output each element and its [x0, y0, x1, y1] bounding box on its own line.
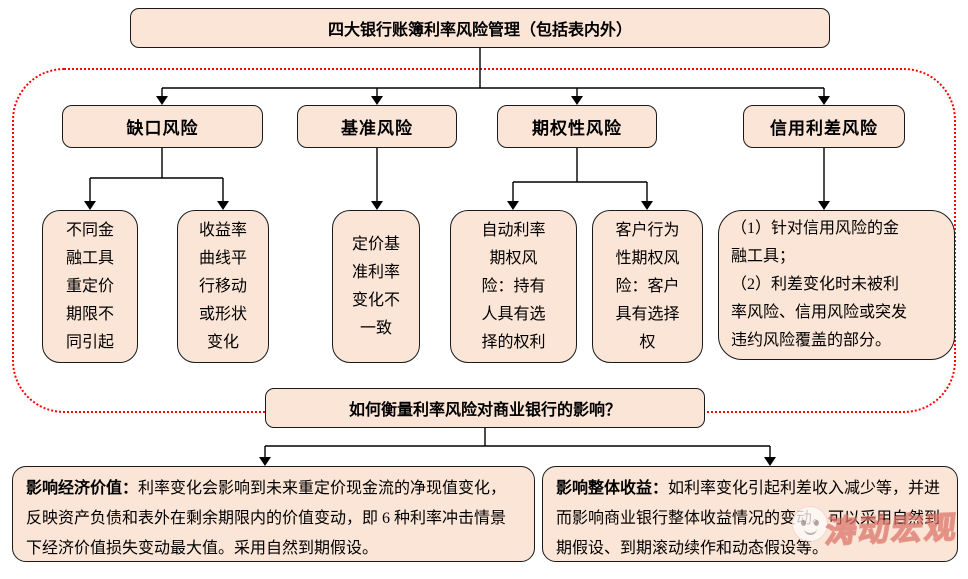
cause-box-automatic-option: 自动利率 期权风 险：持有 人具有选 择的权利: [450, 210, 577, 363]
risk-box-basis: 基准风险: [297, 105, 457, 148]
root-title: 四大银行账簿利率风险管理（包括表内外）: [327, 22, 632, 39]
arrow-down-icon: [371, 201, 383, 210]
cause-text: 不同金 融工具 重定价 期限不 同引起: [65, 221, 114, 351]
arrow-down-icon: [571, 96, 583, 105]
arrow-down-icon: [156, 96, 168, 105]
arrow-down-icon: [371, 96, 383, 105]
arrow-down-icon: [818, 201, 830, 210]
arrow-down-icon: [641, 201, 653, 210]
impact-box-economic-value: 影响经济价值：利率变化会影响到未来重定价现金流的净现值变化，反映资产负债和表外在…: [12, 466, 535, 562]
cause-box-yield-curve: 收益率 曲线平 行移动 或形状 变化: [177, 210, 269, 363]
cause-text: 自动利率 期权风 险：持有 人具有选 择的权利: [481, 221, 546, 351]
gap-risk-split-connector: [84, 148, 229, 210]
cause-box-credit-spread-detail: （1）针对信用风险的金 融工具； （2）利差变化时未被利 率风险、信用风险或突发…: [718, 210, 955, 360]
arrow-down-icon: [818, 96, 830, 105]
credit-spread-risk-connector: [818, 148, 830, 210]
arrow-down-icon: [764, 457, 776, 466]
cause-text: 收益率 曲线平 行移动 或形状 变化: [198, 221, 247, 351]
impact-body: 如利率变化引起利差收入减少等，并进而影响商业银行整体收益情况的变动。可以采用自然…: [556, 480, 941, 557]
impact-box-overall-earnings: 影响整体收益：如利率变化引起利差收入减少等，并进而影响商业银行整体收益情况的变动…: [542, 466, 958, 562]
risk-label-gap: 缺口风险: [126, 119, 199, 138]
cause-text: 客户行为 性期权风 险：客户 具有选择 权: [615, 221, 680, 351]
cause-text: （1）针对信用风险的金 融工具； （2）利差变化时未被利 率风险、信用风险或突发…: [731, 220, 908, 349]
risk-label-credit-spread: 信用利差风险: [770, 119, 878, 138]
question-box: 如何衡量利率风险对商业银行的影响？: [265, 388, 705, 428]
arrow-down-icon: [217, 201, 229, 210]
cause-box-benchmark-inconsistency: 定价基 准利率 变化不 一致: [332, 210, 420, 363]
root-title-box: 四大银行账簿利率风险管理（包括表内外）: [130, 8, 830, 48]
arrow-down-icon: [259, 457, 271, 466]
risk-label-optionality: 期权性风险: [532, 119, 622, 138]
impact-title: 影响整体收益：: [556, 480, 669, 497]
risk-box-credit-spread: 信用利差风险: [743, 105, 905, 148]
optionality-risk-split-connector: [507, 148, 653, 210]
arrow-down-icon: [507, 201, 519, 210]
risk-box-gap: 缺口风险: [62, 105, 263, 148]
cause-box-behavioral-option: 客户行为 性期权风 险：客户 具有选择 权: [592, 210, 703, 363]
cause-box-repricing-mismatch: 不同金 融工具 重定价 期限不 同引起: [42, 210, 138, 363]
question-label: 如何衡量利率风险对商业银行的影响？: [348, 402, 621, 419]
impact-title: 影响经济价值：: [26, 480, 139, 497]
basis-risk-connector: [371, 148, 383, 210]
risk-box-optionality: 期权性风险: [497, 105, 657, 148]
top-split-connector: [156, 48, 830, 105]
cause-text: 定价基 准利率 变化不 一致: [351, 235, 400, 337]
question-split-connector: [259, 428, 776, 466]
risk-label-basis: 基准风险: [341, 119, 413, 138]
impact-body: 利率变化会影响到未来重定价现金流的净现值变化，反映资产负债和表外在剩余期限内的价…: [26, 480, 507, 557]
arrow-down-icon: [84, 201, 96, 210]
